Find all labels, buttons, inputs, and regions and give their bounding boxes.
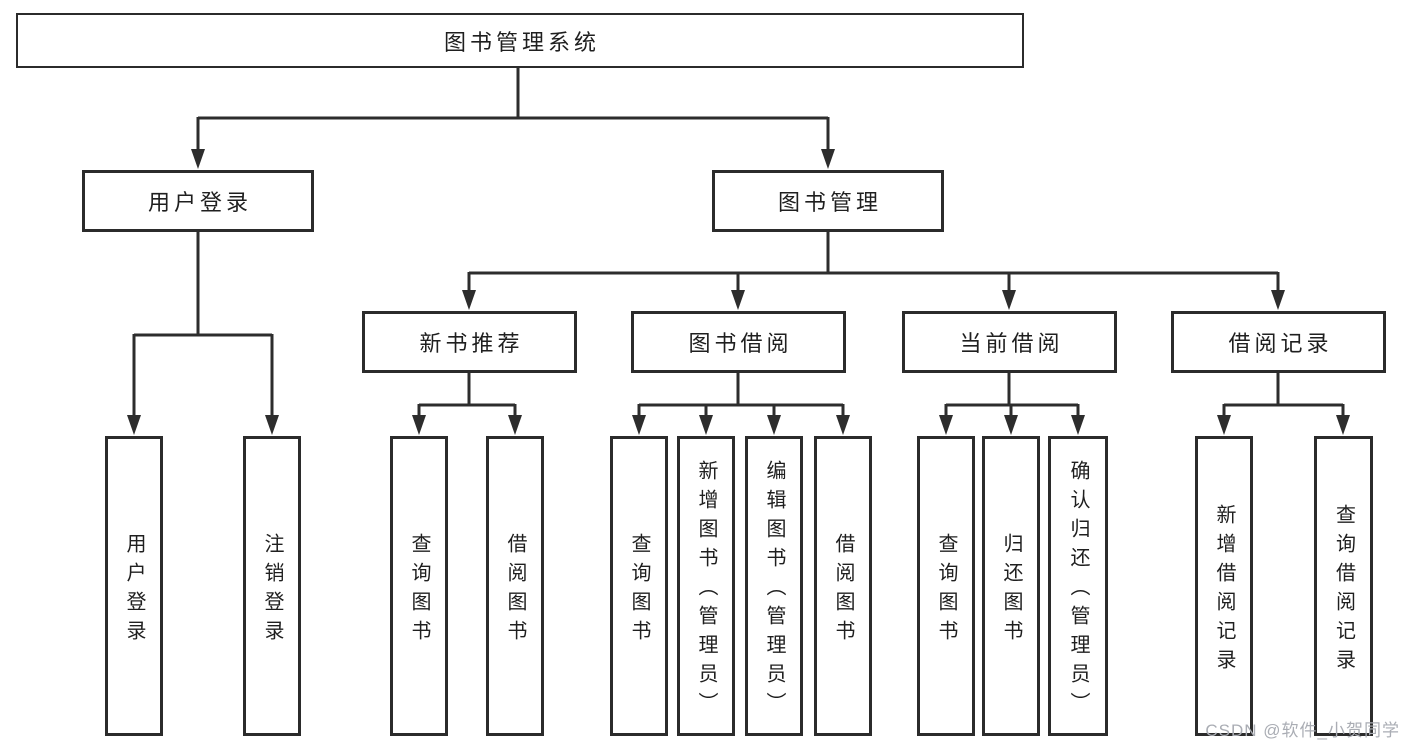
node-book-borrowing-label: 图书借阅	[688, 331, 793, 356]
node-user-login: 用户登录	[82, 170, 314, 232]
leaf-confirm-return-admin-label: 确认归还（管理员）	[1067, 460, 1089, 721]
connector-records-children	[1217, 373, 1350, 435]
leaf-query-borrow-record-label: 查询借阅记录	[1332, 503, 1355, 678]
leaf-borrow-books-recommend: 借阅图书	[486, 436, 544, 736]
node-new-book-recommend-label: 新书推荐	[419, 331, 524, 356]
leaf-confirm-return-admin: 确认归还（管理员）	[1048, 436, 1108, 736]
node-current-borrowing: 当前借阅	[902, 311, 1117, 373]
node-user-login-label: 用户登录	[147, 190, 252, 215]
leaf-query-books-borrowing-label: 查询图书	[628, 532, 650, 649]
leaf-logout: 注销登录	[243, 436, 301, 736]
csdn-watermark: CSDN @软件_小贺同学	[1205, 721, 1400, 740]
leaf-add-borrow-record: 新增借阅记录	[1195, 436, 1253, 736]
connector-borrow-children	[632, 373, 850, 435]
leaf-query-books-current: 查询图书	[917, 436, 975, 736]
leaf-query-books-borrowing: 查询图书	[610, 436, 668, 736]
leaf-add-book-admin: 新增图书（管理员）	[677, 436, 735, 736]
node-book-management: 图书管理	[712, 170, 944, 232]
connector-bookmgmt-children	[462, 231, 1285, 310]
node-current-borrowing-label: 当前借阅	[959, 331, 1064, 356]
node-borrowing-records-label: 借阅记录	[1228, 331, 1333, 356]
connector-root-to-level2	[191, 68, 835, 169]
leaf-edit-book-admin: 编辑图书（管理员）	[745, 436, 803, 736]
leaf-add-borrow-record-label: 新增借阅记录	[1213, 503, 1235, 678]
node-book-management-label: 图书管理	[777, 190, 882, 215]
leaf-query-books-current-label: 查询图书	[935, 532, 957, 649]
node-book-borrowing: 图书借阅	[631, 311, 846, 373]
leaf-query-books-recommend-label: 查询图书	[408, 532, 430, 649]
leaf-return-book: 归还图书	[982, 436, 1040, 736]
leaf-query-books-recommend: 查询图书	[390, 436, 448, 736]
leaf-logout-label: 注销登录	[261, 532, 283, 649]
connector-newrec-children	[412, 373, 522, 435]
leaf-query-borrow-record: 查询借阅记录	[1314, 436, 1373, 736]
leaf-user-login-label: 用户登录	[123, 532, 145, 649]
leaf-borrow-books-recommend-label: 借阅图书	[504, 532, 526, 649]
leaf-add-book-admin-label: 新增图书（管理员）	[695, 460, 717, 721]
leaf-return-book-label: 归还图书	[1000, 532, 1022, 649]
node-new-book-recommend: 新书推荐	[362, 311, 577, 373]
leaf-edit-book-admin-label: 编辑图书（管理员）	[763, 460, 785, 721]
leaf-borrow-books: 借阅图书	[814, 436, 872, 736]
leaf-user-login: 用户登录	[105, 436, 163, 736]
connector-current-children	[939, 373, 1085, 435]
connector-userlogin-children	[127, 231, 279, 435]
leaf-borrow-books-label: 借阅图书	[832, 532, 854, 649]
node-book-system: 图书管理系统	[16, 13, 1024, 68]
node-borrowing-records: 借阅记录	[1171, 311, 1386, 373]
node-book-system-label: 图书管理系统	[443, 29, 600, 55]
